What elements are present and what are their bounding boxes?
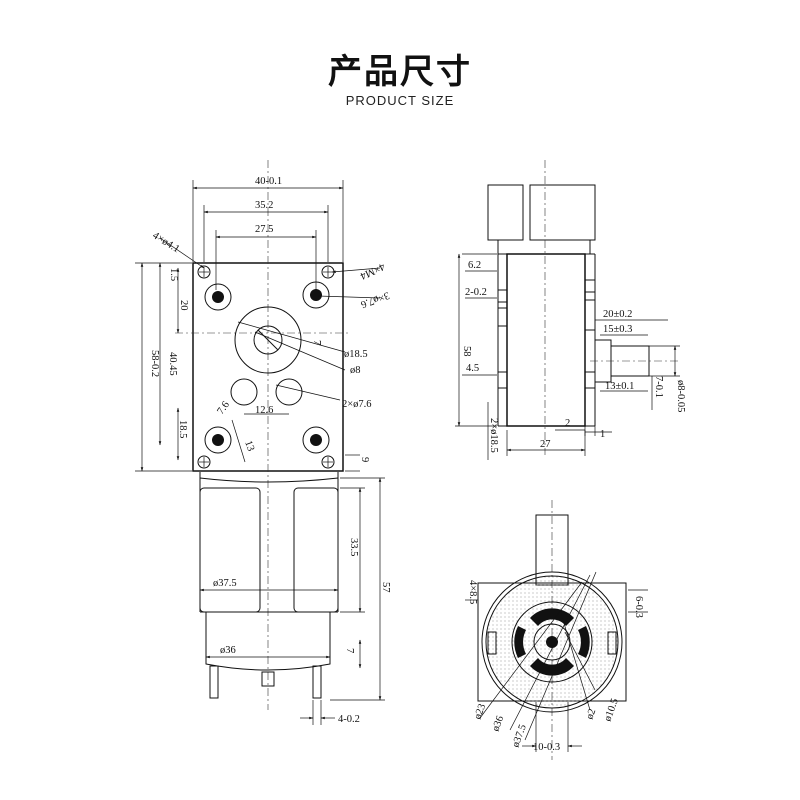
hole-right: [275, 378, 303, 406]
dim-side-27: 27: [540, 439, 551, 450]
dim-width-inner: 27.5: [255, 224, 273, 235]
dim-side-6-2: 6.2: [468, 260, 481, 271]
dim-d7-6: 7.6: [215, 400, 232, 417]
dim-height-overall: 58-0.2: [149, 350, 160, 377]
dim-bottom-10: 10-0.3: [533, 742, 560, 753]
dim-d18-5: ø18.5: [344, 349, 368, 360]
dim-side-58: 58: [461, 346, 472, 357]
front-view: 40-0.1 35.2 27.5 4×ø4.1 4×M4 3×ø7.6 ø18.…: [135, 160, 391, 710]
dim-terminal-w4: 4-0.2: [338, 714, 360, 725]
dim-offset-12-6: 12.6: [255, 405, 273, 416]
dim-bottom-4x8-5: 4×8.5: [467, 580, 478, 604]
dim-3-holes: 3×ø7.6: [359, 289, 391, 309]
page-subtitle: PRODUCT SIZE: [345, 93, 455, 108]
dim-side-small-1: 1: [600, 429, 605, 440]
dim-motor-h57: 57: [380, 582, 391, 593]
dim-side-15: 15±0.3: [603, 324, 632, 335]
page-title: 产品尺寸: [328, 52, 472, 92]
dim-side-4-5: 4.5: [466, 363, 479, 374]
bottom-view: 4×8.5 6-0.3 ø23 ø36 ø37.5 ø2 ø10.5 10-0.…: [465, 500, 648, 760]
dim-width-overall: 40-0.1: [255, 176, 282, 187]
motor-cap-left: [487, 184, 524, 241]
dim-side-13: 13±0.1: [605, 381, 634, 392]
dim-height-9: 9: [359, 457, 370, 462]
dim-bottom-d36: ø36: [490, 714, 506, 733]
dim-offset-7: 7: [311, 340, 322, 345]
dim-2-holes: 2×ø7.6: [342, 399, 372, 410]
terminal-right: [312, 665, 322, 699]
motor-magnet-left: [199, 487, 261, 613]
hole-left: [230, 378, 258, 406]
dim-motor-d37-5: ø37.5: [213, 578, 237, 589]
dim-side-shaft: ø8-0.05: [675, 380, 686, 412]
motor-bushing: [261, 671, 275, 687]
dim-bottom-d23: ø23: [472, 702, 488, 721]
dim-height-40-45: 40.45: [167, 352, 178, 376]
side-view: 58 6.2 2-0.2 4.5 2×ø18.5 20±0.2 15±0.3 1…: [455, 160, 686, 460]
motor-magnet-right: [293, 487, 339, 613]
dim-4-holes: 4×ø4.1: [150, 230, 181, 255]
motor-outer-circle: [481, 571, 623, 713]
dim-side-20: 20±0.2: [603, 309, 632, 320]
dim-motor-d36: ø36: [220, 645, 236, 656]
dim-height-1-5: 1.5: [168, 268, 179, 281]
dim-side-7: 7-0.1: [653, 376, 664, 398]
dim-motor-h33-5: 33.5: [348, 538, 359, 556]
dim-bottom-6: 6-0.3: [633, 596, 644, 618]
dim-height-20: 20: [178, 300, 189, 311]
motor-cap-right: [529, 184, 596, 241]
motor-view: ø37.5 ø36 33.5 57 7 4-0.2: [199, 472, 391, 725]
dim-side-2x: 2×ø18.5: [488, 418, 499, 453]
dim-bottom-d2: ø2: [584, 707, 598, 721]
side-body: [506, 253, 586, 427]
terminal-tab-right: [607, 631, 617, 655]
dim-bottom-d37-5: ø37.5: [510, 723, 528, 749]
mounting-hole-icon: [204, 281, 330, 454]
shaft-circle: [253, 325, 283, 355]
terminal-tab-left: [487, 631, 497, 655]
dim-13: 13: [242, 439, 256, 453]
dim-width-holes: 35.2: [255, 200, 273, 211]
dim-side-small-2: 2: [565, 418, 570, 429]
dim-4-thread: 4×M4: [358, 260, 387, 281]
dim-side-2: 2-0.2: [465, 287, 487, 298]
dim-height-18-5: 18.5: [177, 420, 188, 438]
terminal-left: [209, 665, 219, 699]
dim-motor-h7: 7: [344, 648, 355, 653]
dim-d8: ø8: [350, 365, 361, 376]
